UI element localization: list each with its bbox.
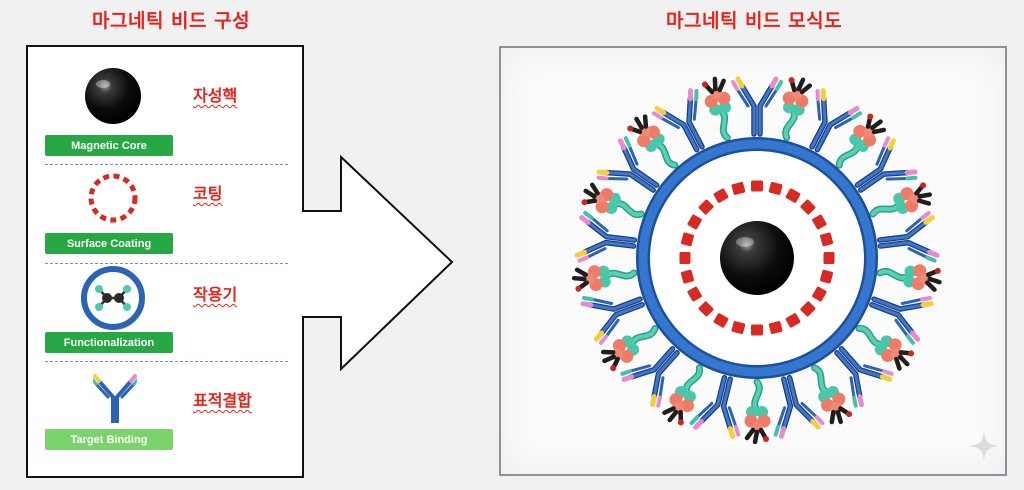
coating-block xyxy=(680,269,694,284)
coating-block xyxy=(687,286,702,302)
component-surface-coating: 코팅 Surface Coating xyxy=(45,166,288,262)
antibody-icon xyxy=(733,79,781,134)
coating-block xyxy=(680,232,694,247)
schematic-title: 마그네틱 비드 모식도 xyxy=(666,10,843,32)
coating-block xyxy=(713,188,729,203)
coating-block xyxy=(785,188,801,203)
core-highlight xyxy=(736,237,754,247)
magnetic-core-sphere-icon xyxy=(720,221,794,295)
antibody-icon xyxy=(877,213,937,267)
coating-block xyxy=(713,313,729,328)
antibody-icon xyxy=(763,373,823,438)
label-magnetic-core: 자성핵 xyxy=(193,86,238,105)
label-functionalization: 작용기 xyxy=(193,285,238,304)
coating-block xyxy=(698,301,714,317)
linker-target-complex xyxy=(580,181,645,227)
linker-target-complex xyxy=(573,261,636,294)
tag-functionalization: Functionalization xyxy=(45,332,173,353)
component-functionalization: 작용기 Functionalization xyxy=(45,264,288,362)
antibody-icon xyxy=(93,374,137,423)
antibody-icon xyxy=(864,280,932,344)
sparkle-icon xyxy=(968,430,1000,462)
coating-block xyxy=(820,269,834,284)
molecule-in-ring-icon xyxy=(81,266,145,330)
coating-block xyxy=(812,286,827,302)
divider xyxy=(45,361,288,362)
divider xyxy=(45,263,288,264)
coating-block xyxy=(823,252,835,264)
coating-block xyxy=(751,180,763,192)
label-target-binding: 표적결합 xyxy=(193,391,252,410)
divider xyxy=(45,164,288,165)
tag-surface-coating: Surface Coating xyxy=(45,233,173,254)
coating-block xyxy=(812,214,827,230)
magnetic-core-sphere-icon xyxy=(85,68,141,124)
tag-target-binding: Target Binding xyxy=(45,429,173,450)
coating-block xyxy=(698,199,714,215)
coating-block xyxy=(751,324,763,336)
antibody-icon xyxy=(691,373,751,438)
tag-magnetic-core: Magnetic Core xyxy=(45,135,173,156)
magnetic-bead xyxy=(573,76,941,442)
antibody-icon xyxy=(576,213,636,267)
coating-block xyxy=(800,301,816,317)
functional-ring-highlight xyxy=(638,139,876,377)
coating-block xyxy=(768,321,783,335)
component-magnetic-core: 자성핵 Magnetic Core xyxy=(45,62,288,162)
coating-block xyxy=(679,252,691,264)
label-surface-coating: 코팅 xyxy=(193,184,223,203)
coating-block xyxy=(731,321,746,335)
coating-block xyxy=(800,199,816,215)
coating-block xyxy=(768,181,783,195)
coating-block xyxy=(820,232,834,247)
component-target-binding: 표적결합 Target Binding xyxy=(45,363,288,459)
coating-block xyxy=(785,313,801,328)
linker-target-complex xyxy=(879,260,942,293)
linker-target-complex xyxy=(745,382,771,442)
dashed-ring-icon xyxy=(88,173,138,223)
coating-block xyxy=(687,214,702,230)
coating-block xyxy=(731,181,746,195)
composition-title: 마그네틱 비드 구성 xyxy=(92,10,251,32)
